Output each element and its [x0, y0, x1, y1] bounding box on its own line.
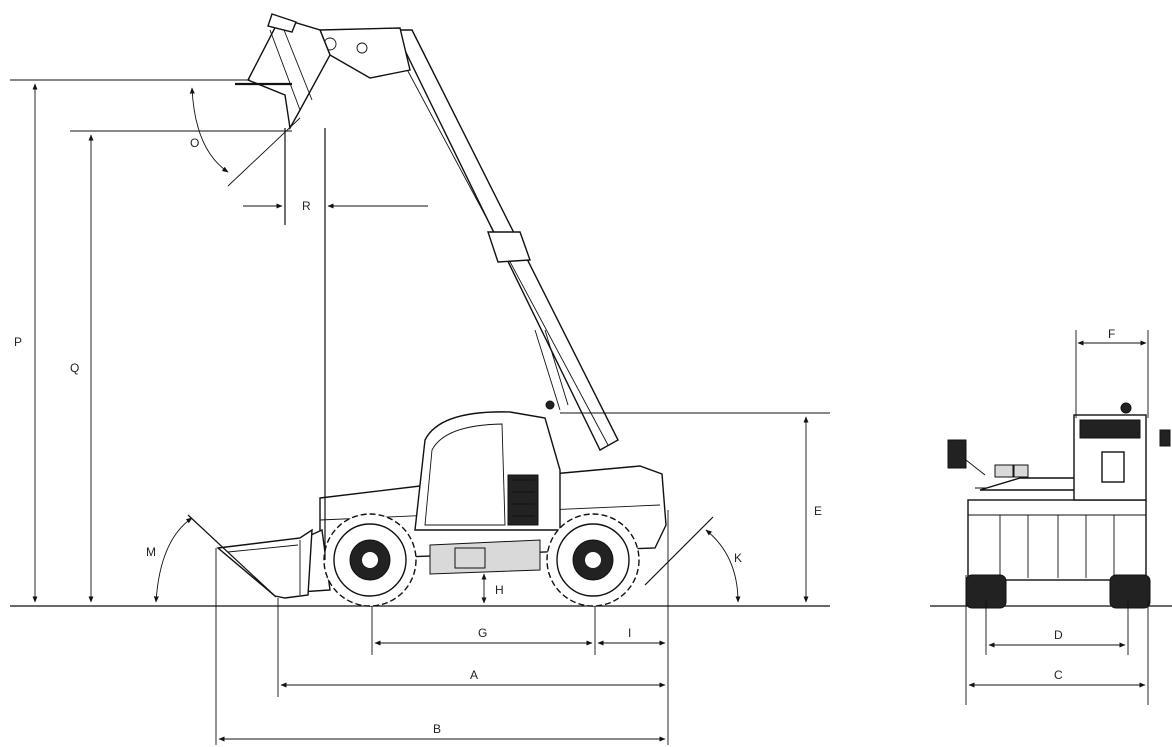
- dim-P-label: P: [14, 335, 22, 349]
- rear-wheel: [546, 513, 640, 607]
- front-wheel: [323, 513, 417, 607]
- dim-Q-label: Q: [70, 361, 79, 375]
- raised-bucket: [235, 13, 331, 131]
- dim-B-label: B: [433, 722, 441, 736]
- angle-O-label: O: [190, 136, 199, 150]
- angle-M-label: M: [146, 545, 156, 559]
- telescopic-boom: [318, 27, 619, 451]
- dim-C-label: C: [1054, 668, 1063, 682]
- angle-K-arc: [705, 529, 741, 603]
- dim-E-label: E: [814, 504, 822, 518]
- dim-G-label: G: [478, 626, 487, 640]
- angle-O-arc: [189, 87, 229, 173]
- side-view: P Q O R M K E H G I A B: [10, 13, 830, 745]
- dim-H-label: H: [495, 583, 504, 597]
- dim-A-label: A: [470, 668, 478, 682]
- operator-cab: [414, 400, 561, 531]
- angle-K-label: K: [734, 551, 742, 565]
- dim-I-label: I: [628, 626, 631, 640]
- lowered-bucket: [187, 514, 313, 599]
- angle-M-arc: [153, 517, 193, 603]
- front-view: F D C: [930, 327, 1172, 705]
- dim-R-label: R: [302, 199, 311, 213]
- dim-D-label: D: [1054, 628, 1063, 642]
- dim-F-label: F: [1108, 327, 1115, 341]
